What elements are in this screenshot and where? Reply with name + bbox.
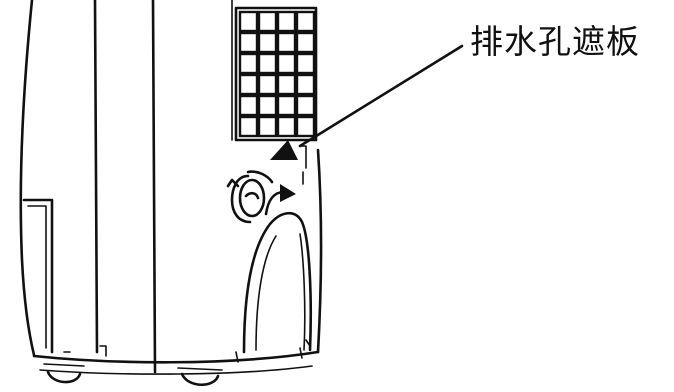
grille-cell bbox=[238, 94, 259, 117]
grille-cell bbox=[238, 52, 259, 75]
grille-cell bbox=[295, 115, 316, 138]
grille-cell bbox=[238, 73, 259, 96]
water-tank bbox=[235, 211, 313, 363]
grille-cell bbox=[257, 52, 278, 75]
grille-cell bbox=[295, 52, 316, 75]
grille-cell bbox=[238, 10, 259, 33]
grille-cell bbox=[276, 94, 297, 117]
grille-cell bbox=[276, 115, 297, 138]
grille-cell bbox=[276, 73, 297, 96]
grille-cell bbox=[238, 115, 259, 138]
grille-cell bbox=[276, 10, 297, 33]
grille-cell bbox=[257, 115, 278, 138]
grille-cell bbox=[295, 73, 316, 96]
grille-cell bbox=[295, 10, 316, 33]
side-panel bbox=[22, 198, 54, 354]
grille-cell bbox=[295, 94, 316, 117]
panel-marks bbox=[63, 339, 311, 357]
grille-cell bbox=[257, 10, 278, 33]
rotate-arrow bbox=[264, 184, 296, 216]
grille-cell bbox=[295, 31, 316, 54]
vent-grille bbox=[234, 6, 318, 142]
grille-cell bbox=[276, 52, 297, 75]
grille-cell bbox=[238, 31, 259, 54]
grille-cell bbox=[276, 31, 297, 54]
drain-valve bbox=[226, 170, 274, 224]
casters bbox=[43, 363, 223, 387]
grille-cell bbox=[257, 94, 278, 117]
unit-body bbox=[19, 0, 323, 375]
grille-cell bbox=[257, 31, 278, 54]
callout-leader-line bbox=[298, 44, 464, 148]
grille-cell bbox=[257, 73, 278, 96]
callout-label: 排水孔遮板 bbox=[470, 22, 640, 61]
